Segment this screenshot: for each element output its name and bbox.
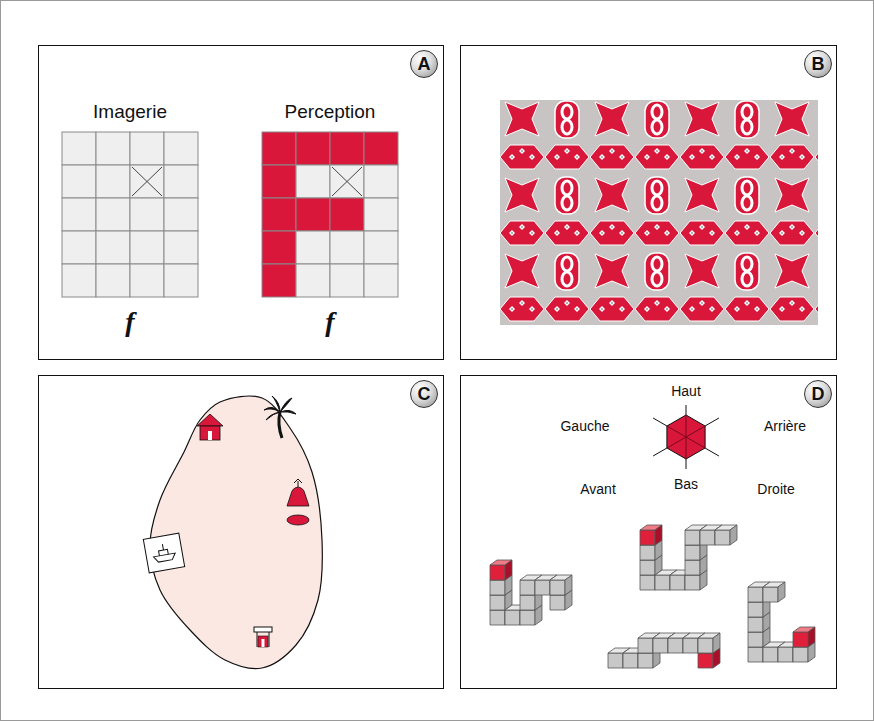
house-icon	[197, 414, 223, 440]
grid-cell	[96, 132, 130, 165]
grid-cell	[330, 198, 364, 231]
grid-cell	[364, 132, 398, 165]
grid-cell	[164, 132, 198, 165]
direction-label: Droite	[757, 482, 794, 497]
palm-icon	[264, 396, 296, 438]
cube	[763, 582, 785, 602]
hexagon-spoke	[686, 437, 705, 448]
boat-icon	[143, 533, 184, 573]
grid-cell	[130, 165, 164, 198]
panel-letter-text: D	[812, 385, 825, 403]
grid-cell	[62, 231, 96, 264]
hexagon-spoke	[667, 437, 686, 448]
panel-letter: A	[410, 50, 438, 78]
cross-mark	[332, 167, 362, 196]
grid-cell	[330, 264, 364, 297]
grid-cell	[262, 231, 296, 264]
direction-line	[705, 418, 719, 426]
panel-letter-text: A	[418, 55, 431, 73]
imagery-grid	[62, 132, 198, 297]
grid-symbol: f	[125, 307, 134, 338]
grid-cell	[130, 198, 164, 231]
grid-cell	[62, 198, 96, 231]
textile-pattern	[500, 100, 818, 325]
grid-cell	[262, 198, 296, 231]
grid-symbol: f	[325, 307, 334, 338]
grid-cell	[96, 231, 130, 264]
direction-label: Avant	[580, 482, 616, 497]
panel-letter-text: B	[812, 55, 825, 73]
cube-chain	[608, 633, 720, 668]
grid-cell	[296, 264, 330, 297]
hexagon-spoke	[686, 437, 687, 459]
orientation-hexagon	[653, 405, 719, 469]
grid-cell	[164, 231, 198, 264]
grid-cell	[330, 165, 364, 198]
cross-mark	[132, 167, 162, 196]
cube	[550, 575, 572, 595]
island-outline	[150, 396, 322, 669]
grid-cell	[364, 231, 398, 264]
grid-cell	[130, 264, 164, 297]
grid-title: Perception	[285, 102, 376, 123]
grid-cell	[364, 198, 398, 231]
grid-cell	[130, 231, 164, 264]
grid-cell	[96, 198, 130, 231]
grid-cell	[296, 231, 330, 264]
panel-frame	[39, 46, 444, 360]
grid-cell	[262, 165, 296, 198]
grid-cell	[62, 132, 96, 165]
panel-letter: B	[804, 50, 832, 78]
grid-cell	[296, 198, 330, 231]
direction-label: Arrière	[764, 419, 806, 434]
direction-line	[686, 459, 687, 469]
cube	[793, 627, 815, 647]
grid-cell	[296, 165, 330, 198]
hexagon-spoke	[686, 415, 687, 437]
grid-cell	[130, 132, 164, 165]
panel-frame	[461, 376, 837, 689]
panel-letter-text: C	[418, 385, 431, 403]
cube	[490, 560, 512, 580]
cube	[715, 525, 737, 545]
direction-label: Bas	[674, 477, 698, 492]
direction-line	[686, 405, 687, 415]
panel-frame	[461, 46, 837, 360]
grid-cell	[62, 165, 96, 198]
cube	[640, 525, 662, 545]
panel-letter: D	[804, 380, 832, 408]
cube-chain	[490, 560, 572, 625]
perception-grid	[262, 132, 398, 297]
grid-cell	[262, 264, 296, 297]
grid-cell	[164, 165, 198, 198]
grid-cell	[96, 165, 130, 198]
direction-label: Gauche	[560, 419, 609, 434]
direction-line	[705, 448, 719, 456]
grid-cell	[164, 264, 198, 297]
well-icon	[254, 627, 272, 647]
panel-letter: C	[410, 380, 438, 408]
cube	[698, 633, 720, 653]
grid-cell	[330, 132, 364, 165]
grid-cell	[296, 132, 330, 165]
grid-cell	[364, 165, 398, 198]
cube-chain	[748, 582, 815, 662]
grid-cell	[262, 132, 296, 165]
hexagon-spoke	[686, 426, 705, 437]
grid-cell	[96, 264, 130, 297]
hexagon-spoke	[667, 426, 686, 437]
grid-cell	[164, 198, 198, 231]
volcano-icon	[287, 479, 309, 525]
grid-cell	[330, 231, 364, 264]
grid-cell	[364, 264, 398, 297]
direction-line	[653, 418, 667, 426]
grid-title: Imagerie	[93, 102, 167, 123]
direction-line	[653, 448, 667, 456]
direction-label: Haut	[671, 384, 701, 399]
panel-frame	[39, 376, 444, 689]
grid-cell	[62, 264, 96, 297]
cube-chain	[640, 525, 737, 590]
